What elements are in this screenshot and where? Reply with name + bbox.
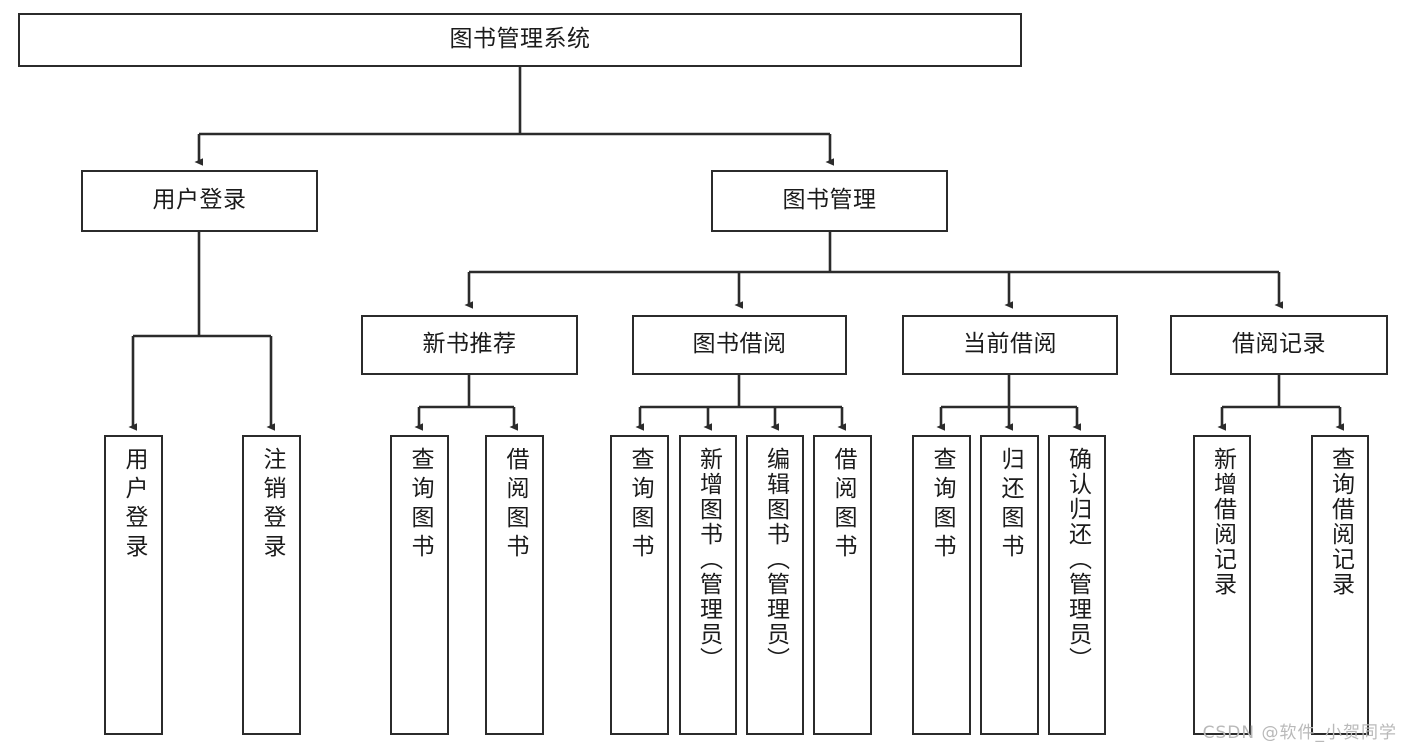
node-label: 注销登录 — [259, 447, 285, 563]
node-label: 新增图书（管理员） — [695, 447, 722, 672]
leaf-book-borrow-add-book-admin[interactable]: 新增图书（管理员） — [679, 435, 737, 735]
leaf-new-book-query-book[interactable]: 查询图书 — [390, 435, 449, 735]
edges-userlogin-to-leaves — [128, 232, 275, 431]
edges-borrowrecord-to-leaves — [1217, 375, 1344, 431]
node-label: 图书管理 — [782, 187, 877, 214]
node-label: 查询借阅记录 — [1327, 447, 1354, 597]
node-label: 当前借阅 — [963, 331, 1057, 358]
csdn-watermark: CSDN @软件_小贺同学 — [1202, 723, 1397, 743]
node-label: 查询图书 — [929, 447, 955, 563]
node-new-book-recommend[interactable]: 新书推荐 — [361, 315, 578, 375]
leaf-user-login-login[interactable]: 用户登录 — [104, 435, 163, 735]
edges-currentborrow-to-leaves — [936, 375, 1081, 431]
edges-newbook-to-leaves — [414, 375, 518, 431]
node-label: 查询图书 — [627, 447, 653, 563]
leaf-current-borrow-query-book[interactable]: 查询图书 — [912, 435, 971, 735]
node-label: 借阅记录 — [1232, 331, 1326, 358]
edges-booksmgmt-to-level2 — [464, 232, 1283, 309]
edges-root-to-level1 — [194, 67, 834, 166]
node-label: 新增借阅记录 — [1209, 447, 1236, 597]
node-label: 查询图书 — [407, 447, 433, 563]
leaf-book-borrow-query-book[interactable]: 查询图书 — [610, 435, 669, 735]
edges-bookborrow-to-leaves — [635, 375, 846, 431]
node-label: 图书管理系统 — [449, 26, 591, 53]
leaf-borrow-record-add-record[interactable]: 新增借阅记录 — [1193, 435, 1251, 735]
leaf-borrow-record-query-record[interactable]: 查询借阅记录 — [1311, 435, 1369, 735]
node-label: 编辑图书（管理员） — [762, 447, 789, 672]
node-label: 用户登录 — [152, 187, 247, 214]
node-label: 归还图书 — [997, 447, 1023, 563]
node-user-login[interactable]: 用户登录 — [81, 170, 318, 232]
node-label: 借阅图书 — [830, 447, 856, 563]
leaf-book-borrow-edit-book-admin[interactable]: 编辑图书（管理员） — [746, 435, 804, 735]
node-root-library-system[interactable]: 图书管理系统 — [18, 13, 1022, 67]
leaf-new-book-borrow-book[interactable]: 借阅图书 — [485, 435, 544, 735]
leaf-current-borrow-return-book[interactable]: 归还图书 — [980, 435, 1039, 735]
node-label: 新书推荐 — [422, 331, 517, 358]
leaf-book-borrow-borrow-book[interactable]: 借阅图书 — [813, 435, 872, 735]
node-label: 图书借阅 — [692, 331, 787, 358]
node-label: 用户登录 — [121, 447, 147, 563]
node-borrow-record[interactable]: 借阅记录 — [1170, 315, 1388, 375]
node-current-borrow[interactable]: 当前借阅 — [902, 315, 1118, 375]
leaf-current-borrow-confirm-return-admin[interactable]: 确认归还（管理员） — [1048, 435, 1106, 735]
node-label: 借阅图书 — [502, 447, 528, 563]
node-book-management[interactable]: 图书管理 — [711, 170, 948, 232]
node-label: 确认归还（管理员） — [1064, 447, 1091, 672]
node-book-borrow[interactable]: 图书借阅 — [632, 315, 847, 375]
leaf-user-login-logout[interactable]: 注销登录 — [242, 435, 301, 735]
